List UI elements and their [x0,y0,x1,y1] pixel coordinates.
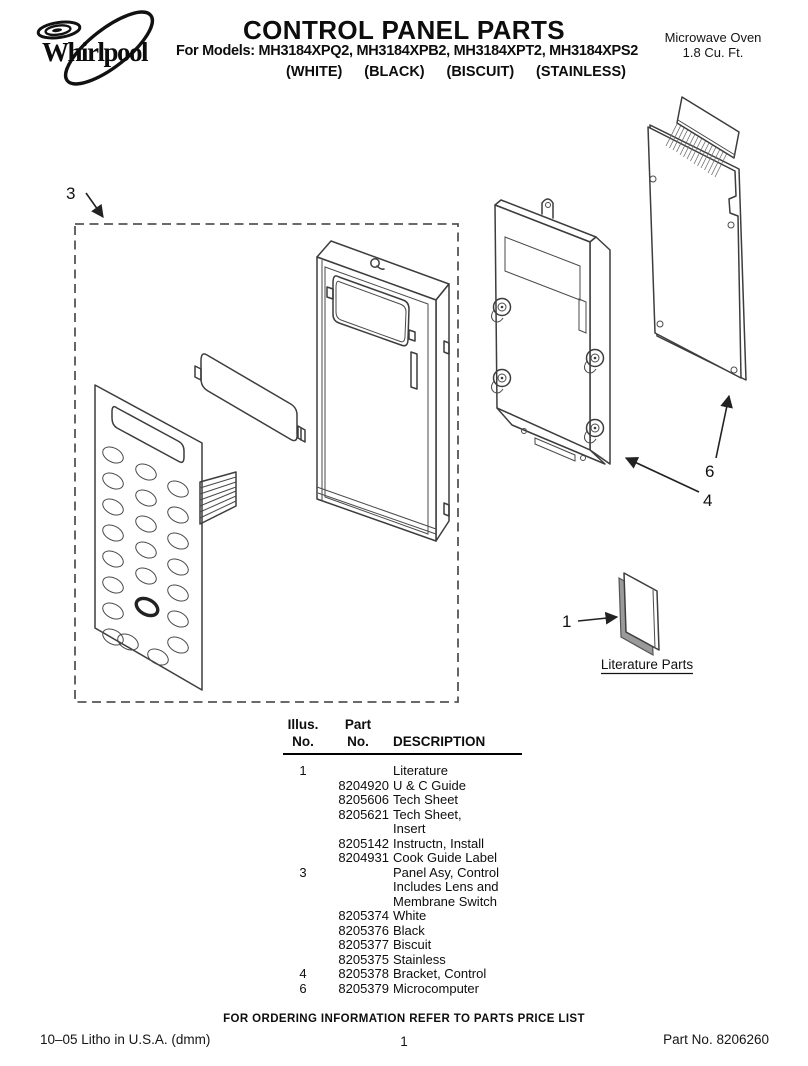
models-line: For Models: MH3184XPQ2, MH3184XPB2, MH31… [175,43,639,59]
exploded-parts-diagram: 3 [66,96,747,703]
callout-4-arrow [624,457,700,493]
litho-note: 10–05 Litho in U.S.A. (dmm) [40,1032,211,1047]
cell-illus: 3 [299,864,307,880]
callout-6-arrow [715,394,733,459]
cell-illus: 6 [299,980,307,996]
callout-1: 1 [562,612,571,631]
cell-illus [283,953,323,968]
access-cover-drawing [194,353,306,443]
cell-illus [283,837,323,852]
cell-desc: U & C Guide [393,777,466,793]
cell-part: 8204931 [338,850,389,865]
cell-desc: Cook Guide Label [393,850,498,865]
logo-swoosh [63,10,155,86]
cell-desc: Includes Lens and [393,879,499,894]
finish-black: (BLACK) [364,64,425,80]
cell-desc: Biscuit [393,937,432,952]
cell-part: 8204920 [338,777,389,793]
cell-desc: Membrane Switch [393,893,498,909]
whirlpool-logo: Whirlpool [36,10,155,86]
cell-illus [283,779,323,794]
col-desc-header: DESCRIPTION [393,734,486,749]
cell-part [327,866,389,881]
cell-illus: 4 [299,966,307,981]
cell-illus [283,938,323,953]
logo-wordmark: Whirlpool [42,37,149,67]
cell-desc: Literature [393,763,448,778]
cell-desc: Stainless [393,951,446,967]
page-number: 1 [400,1034,408,1049]
finish-biscuit: (BISCUIT) [446,64,515,80]
cell-illus [283,808,323,823]
keypad-ribbon-cable [199,471,237,525]
cell-illus [283,895,323,910]
membrane-keypad-drawing [94,384,237,691]
cell-desc: White [393,908,427,923]
panel-assembly-dashed-box [74,223,459,703]
finish-white: (WHITE) [286,64,343,80]
cell-illus [283,822,323,837]
highlighted-key [134,596,160,618]
callout-3: 3 [66,184,75,203]
cell-desc: Tech Sheet, [393,806,462,822]
cell-part [327,822,389,837]
cell-part: 8205621 [338,806,389,822]
callout-1-arrow [577,611,619,625]
cell-illus [283,924,323,939]
microcomputer-board-drawing [647,96,747,381]
finishes-row: (WHITE) (BLACK) (BISCUIT) (STAINLESS) [286,64,626,80]
callout-4: 4 [703,491,712,510]
cell-part: 8205375 [338,951,389,967]
cell-desc: Tech Sheet [393,792,459,807]
cell-part: 8205379 [338,980,389,996]
col-illus-header: Illus.No. [287,717,319,749]
cell-desc: Instructn, Install [393,835,485,851]
literature-caption: Literature Parts [601,657,694,672]
cell-illus: 1 [299,763,307,778]
hanger-hook [370,258,385,270]
cell-part: 8205377 [338,937,389,952]
cell-part: 8205142 [338,835,389,851]
cell-part: 8205376 [338,922,389,938]
cell-part: 8205606 [338,792,389,807]
callout-3-arrow [85,192,104,219]
cell-illus [283,880,323,895]
product-line1: Microwave Oven [664,30,762,45]
finish-stainless: (STAINLESS) [536,64,626,80]
cell-part [327,764,389,779]
document-part-number: Part No. 8206260 [663,1032,769,1047]
cell-part: 8205378 [338,966,389,981]
callout-6: 6 [705,462,714,481]
whirlpool-swirl-icon [36,20,82,40]
product-descriptor: Microwave Oven 1.8 Cu. Ft. [633,30,793,60]
page-title: CONTROL PANEL PARTS [242,15,566,45]
control-bracket-drawing [491,198,611,465]
cell-desc: Bracket, Control [393,966,487,981]
screw-boss [491,297,605,444]
cell-desc: Panel Asy, Control [393,864,499,880]
product-line2: 1.8 Cu. Ft. [682,45,744,60]
cell-desc: Microcomputer [393,980,479,996]
board-ribbon-cable [665,96,740,178]
cell-illus [283,909,323,924]
control-panel-drawing [316,240,450,542]
cell-illus [283,793,323,808]
cell-part [327,880,389,895]
cell-part: 8205374 [338,908,389,923]
cell-desc: Black [393,922,425,938]
cell-part [327,895,389,910]
cell-desc: Insert [393,821,426,836]
ordering-note: FOR ORDERING INFORMATION REFER TO PARTS … [223,1013,585,1025]
cell-illus [283,851,323,866]
literature-book-drawing [618,572,660,657]
